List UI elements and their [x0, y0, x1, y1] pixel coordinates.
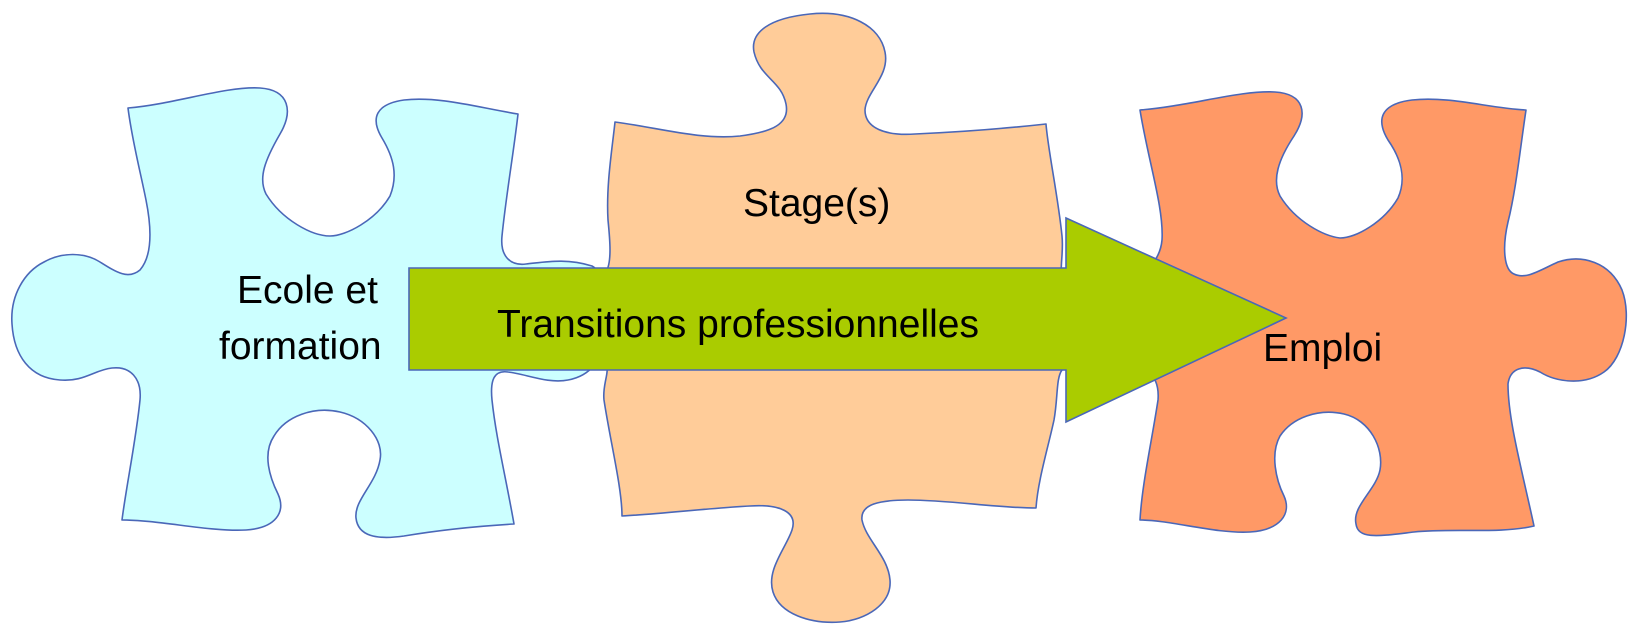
label-ecole-line2: formation [219, 325, 382, 368]
puzzle-piece-emploi [1105, 91, 1628, 537]
puzzle-piece-ecole [11, 87, 608, 539]
label-ecole-line1: Ecole et [237, 269, 378, 312]
label-stages: Stage(s) [743, 182, 890, 225]
transition-arrow [408, 216, 1288, 424]
label-arrow: Transitions professionnelles [497, 303, 979, 346]
label-emploi: Emploi [1263, 327, 1382, 370]
